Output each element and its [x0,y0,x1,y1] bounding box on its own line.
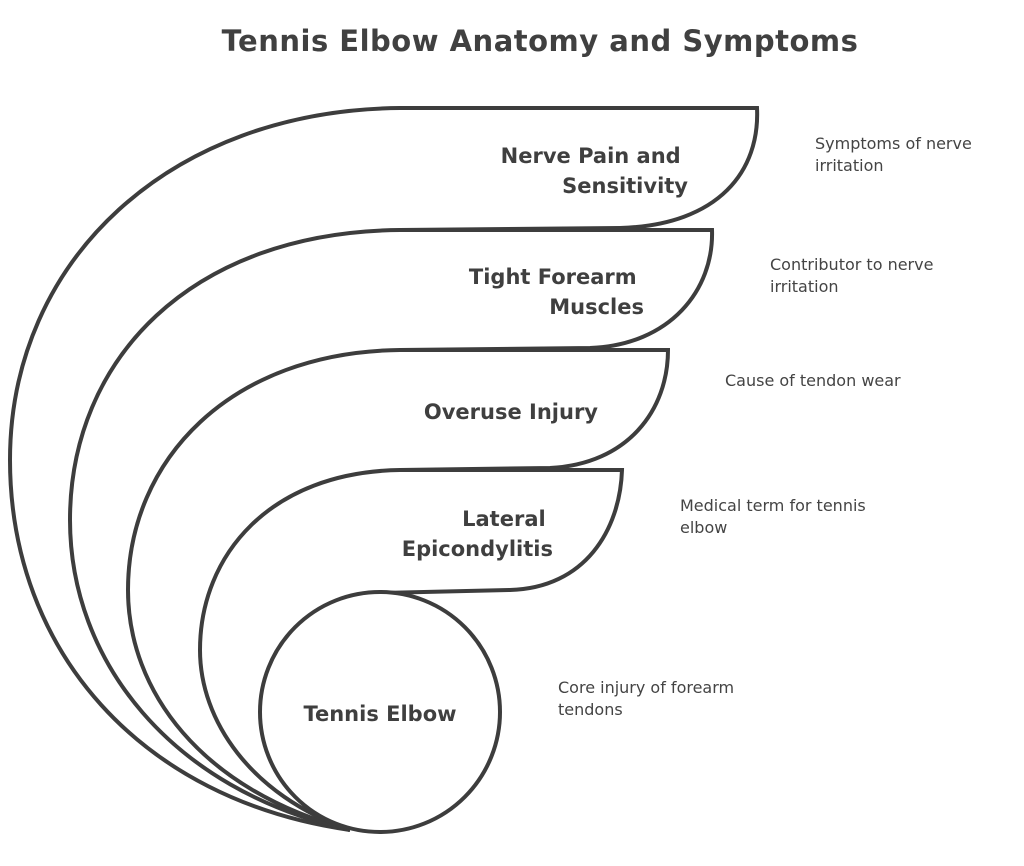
layer-label-nerve-pain: Nerve Pain and Sensitivity [501,144,689,198]
core-circle-tennis-elbow [258,590,502,834]
description-overuse-injury: Cause of tendon wear [725,371,901,390]
diagram-title: Tennis Elbow Anatomy and Symptoms [221,24,859,58]
description-tight-forearm: Contributor to nerve irritation [770,255,934,296]
description-lateral-epicondylitis: Medical term for tennis elbow [680,496,866,537]
description-tennis-elbow: Core injury of forearm tendons [558,678,735,719]
layer-label-overuse-injury: Overuse Injury [424,400,598,424]
layer-label-lateral-epicondylitis: Lateral Epicondylitis [402,507,553,561]
layer-label-tight-forearm: Tight Forearm Muscles [469,265,644,319]
description-nerve-pain: Symptoms of nerve irritation [815,134,972,175]
layer-label-tennis-elbow: Tennis Elbow [303,702,456,726]
